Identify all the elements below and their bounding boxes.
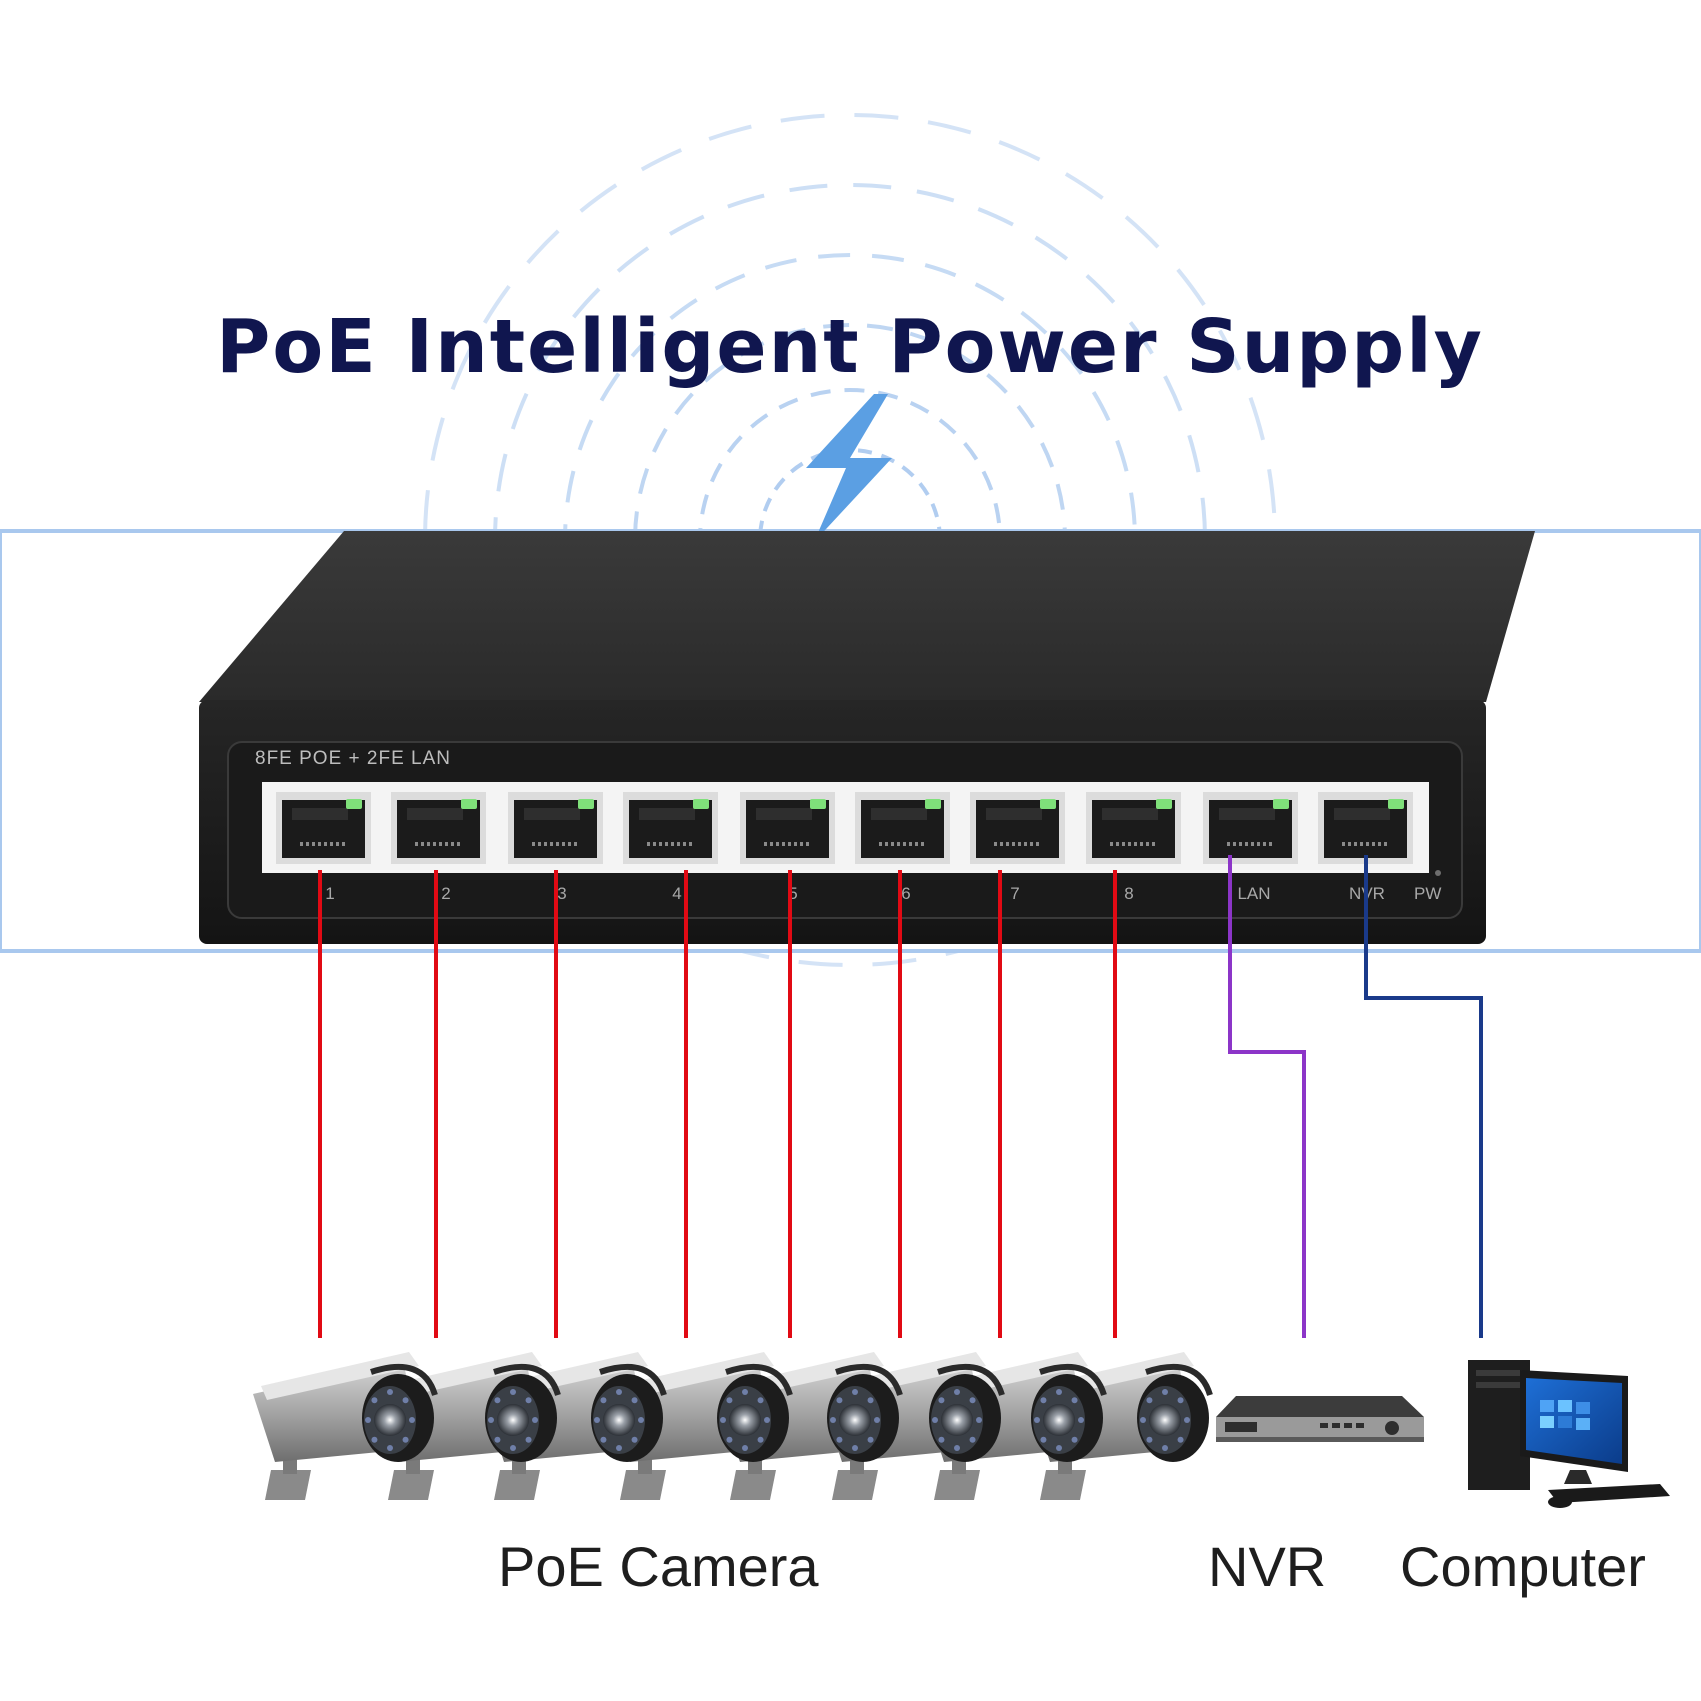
port-4: 4: [623, 792, 718, 903]
port-nvr: NVR: [1318, 792, 1413, 903]
caption-nvr: NVR: [1208, 1535, 1326, 1598]
port-label-7: 7: [1010, 884, 1019, 903]
switch-top-face: [199, 531, 1535, 702]
port-group: 1 2 3 4 5 6 7 8 LAN NVR: [276, 792, 1413, 903]
power-led: [1435, 870, 1441, 876]
port-label-5: 5: [788, 884, 797, 903]
port-6: 6: [855, 792, 950, 903]
model-label: 8FE POE + 2FE LAN: [255, 748, 451, 769]
poe-switch: 8FE POE + 2FE LAN 1 2 3 4 5 6 7 8 LAN NVR PW: [199, 531, 1535, 944]
power-label: PW: [1414, 884, 1441, 903]
caption-computer: Computer: [1400, 1535, 1646, 1598]
port-label-lan: LAN: [1237, 884, 1270, 903]
port-label-1: 1: [325, 884, 334, 903]
port-label-3: 3: [557, 884, 566, 903]
camera-group: [253, 1352, 1213, 1500]
caption-poe-camera: PoE Camera: [498, 1535, 819, 1598]
port-5: 5: [740, 792, 835, 903]
port-7: 7: [970, 792, 1065, 903]
page-title: PoE Intelligent Power Supply: [216, 304, 1484, 390]
connection-cables: [318, 855, 1483, 1338]
computer-icon: [1468, 1360, 1670, 1508]
port-label-8: 8: [1124, 884, 1133, 903]
nvr-device-icon: [1216, 1396, 1424, 1442]
port-1: 1: [276, 792, 371, 903]
port-lan: LAN: [1203, 792, 1298, 903]
port-label-2: 2: [441, 884, 450, 903]
port-label-4: 4: [672, 884, 681, 903]
port-label-6: 6: [901, 884, 910, 903]
lightning-bolt-icon: [806, 394, 892, 542]
port-8: 8: [1086, 792, 1181, 903]
nvr-port-cable: [1364, 855, 1483, 1338]
lan-cable: [1228, 855, 1306, 1338]
camera-icon: [253, 1352, 438, 1500]
port-2: 2: [391, 792, 486, 903]
port-3: 3: [508, 792, 603, 903]
